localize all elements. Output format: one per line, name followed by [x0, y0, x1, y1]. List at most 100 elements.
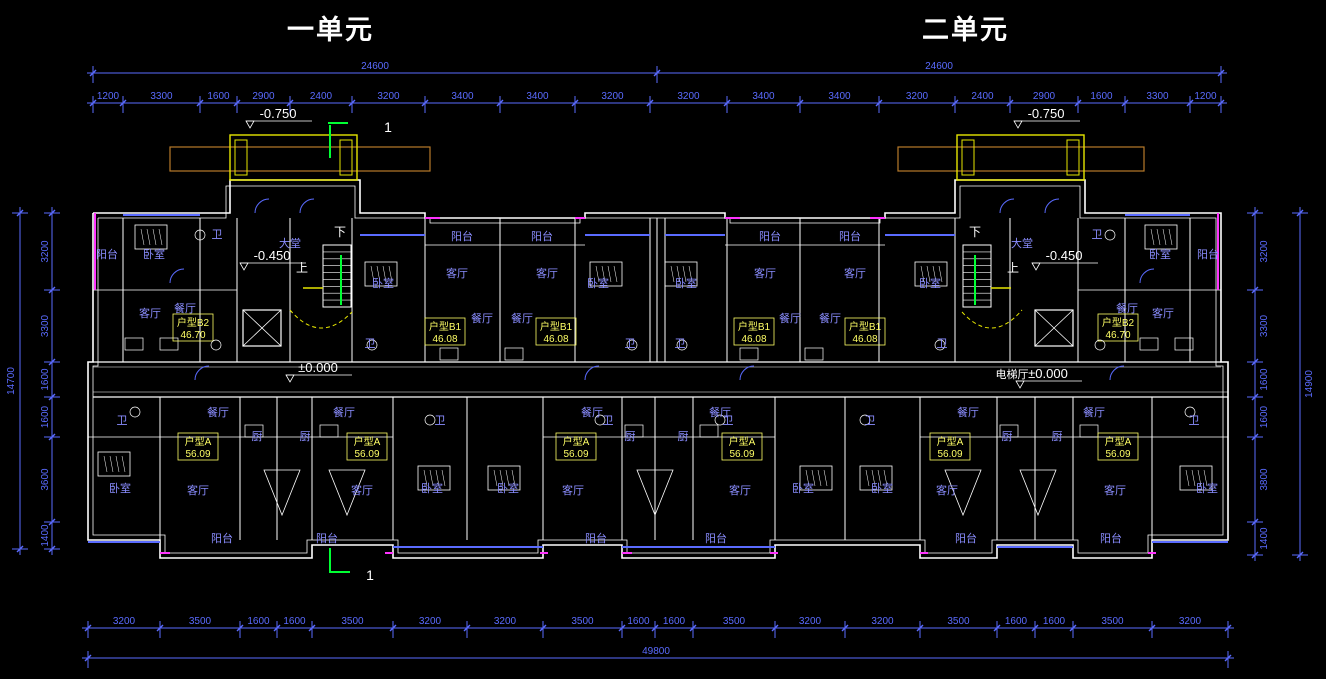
unit-type-area: 56.09	[937, 449, 962, 460]
sanitary-fixture	[714, 414, 726, 426]
bottom-segment-slash	[539, 624, 547, 632]
bed	[799, 465, 833, 491]
sanitary-fixture	[210, 339, 222, 351]
top-overall-value: 24600	[361, 61, 389, 72]
unit-type-name: 户型A	[563, 435, 590, 448]
bed-hatch	[883, 469, 888, 487]
bed-hatch	[1191, 469, 1196, 487]
left-segment-value: 3200	[40, 240, 51, 263]
elevation-canopy-right: -0.750	[1028, 106, 1065, 121]
unit-type-name: 户型B1	[540, 320, 573, 333]
unit-type-area: 46.08	[741, 334, 766, 345]
top-segment-slash	[496, 99, 504, 107]
stair-down-label: 下	[969, 225, 981, 239]
room-kitchen: 厨	[1002, 430, 1013, 443]
unit-type-name: 户型A	[185, 435, 212, 448]
building-outline-outer	[87, 179, 1229, 559]
elevation-lobby-right: -0.450	[1046, 248, 1083, 263]
unit-type-box	[346, 432, 388, 461]
door-swing	[739, 365, 755, 381]
unit-type-area: 46.70	[1105, 330, 1130, 341]
bottom-overall-slash	[84, 654, 92, 662]
bed-hatch	[115, 455, 120, 473]
right-segment-slash	[1251, 209, 1259, 217]
bed-hatch	[932, 265, 937, 283]
room-bedroom: 卧室	[143, 247, 165, 261]
right-segment-value: 1600	[1259, 405, 1270, 428]
top-segment-value: 3400	[752, 91, 775, 102]
left-overall-slash	[16, 545, 24, 553]
stair-right	[962, 244, 992, 308]
top-segment-slash	[1121, 99, 1129, 107]
top-segment-value: 3400	[828, 91, 851, 102]
room-bath: 卫	[865, 415, 876, 427]
left-segment-value: 3600	[40, 468, 51, 491]
top-segment-value: 3300	[150, 91, 173, 102]
room-balcony: 阳台	[1100, 531, 1122, 545]
sanitary-fixture	[934, 339, 946, 351]
door-swing	[1044, 198, 1060, 214]
lobby-curve-right	[961, 309, 1023, 329]
bed-hatch	[158, 228, 163, 246]
left-segment-value: 1600	[40, 368, 51, 391]
door-swing	[584, 365, 600, 381]
fixture	[319, 424, 339, 438]
room-living: 客厅	[844, 266, 866, 280]
bed-hatch	[429, 469, 434, 487]
top-segment-slash	[723, 99, 731, 107]
top-segment-value: 3200	[601, 91, 624, 102]
bed-hatch	[871, 469, 876, 487]
bed	[1144, 224, 1178, 250]
unit-type-box	[929, 432, 971, 461]
wall-outlines	[87, 134, 1229, 559]
bottom-segment-slash	[651, 624, 659, 632]
sanitary-fixture	[859, 414, 871, 426]
sanitary-fixture	[424, 414, 436, 426]
unit-type-area: 46.08	[543, 334, 568, 345]
unit-type-box	[555, 432, 597, 461]
right-segment-value: 3300	[1259, 314, 1270, 337]
stair-down-label: 下	[334, 225, 346, 239]
bed	[487, 465, 521, 491]
bed-hatch	[388, 265, 393, 283]
left-segment-slash	[48, 286, 56, 294]
bottom-segment-value: 3500	[723, 616, 746, 627]
room-balcony: 阳台	[531, 229, 553, 243]
left-segment-value: 3300	[40, 314, 51, 337]
bed-hatch	[595, 265, 600, 283]
right-segment-slash	[1251, 286, 1259, 294]
bottom-segment-value: 3200	[113, 616, 136, 627]
stair-up-label: 上	[1007, 261, 1019, 275]
bottom-segment-value: 3500	[1101, 616, 1124, 627]
room-balcony: 阳台	[451, 229, 473, 243]
room-bath: 卫	[723, 415, 734, 427]
room-kitchen: 厨	[300, 430, 311, 443]
room-bedroom: 卧室	[675, 276, 697, 290]
unit-type-name: 户型A	[354, 435, 381, 448]
room-bedroom: 卧室	[109, 481, 131, 495]
top-segment-slash	[196, 99, 204, 107]
room-bath: 卫	[435, 415, 446, 427]
fixture	[1139, 337, 1159, 351]
room-dining: 餐厅	[819, 311, 841, 325]
left-segment-value: 1400	[40, 524, 51, 547]
top-segment-value: 3400	[526, 91, 549, 102]
room-balcony: 阳台	[839, 229, 861, 243]
room-dining: 餐厅	[471, 311, 493, 325]
shaft-funnel	[1019, 469, 1057, 517]
unit-type-name: 户型B1	[849, 320, 882, 333]
bed-hatch	[865, 469, 870, 487]
top-segment-value: 3200	[377, 91, 400, 102]
left-segment-slash	[48, 433, 56, 441]
bottom-segment-value: 1600	[1005, 616, 1028, 627]
fixture	[124, 337, 144, 351]
bottom-segment-value: 3500	[189, 616, 212, 627]
elevation-lobby-left: -0.450	[254, 248, 291, 263]
room-bath: 卫	[625, 338, 636, 350]
elevation-canopy-left: -0.750	[260, 106, 297, 121]
right-segment-value: 1400	[1259, 527, 1270, 550]
bed-hatch	[938, 265, 943, 283]
unit-type-area: 46.08	[432, 334, 457, 345]
door-swing	[254, 198, 270, 214]
elevation-floor-right: ±0.000	[1028, 366, 1068, 381]
